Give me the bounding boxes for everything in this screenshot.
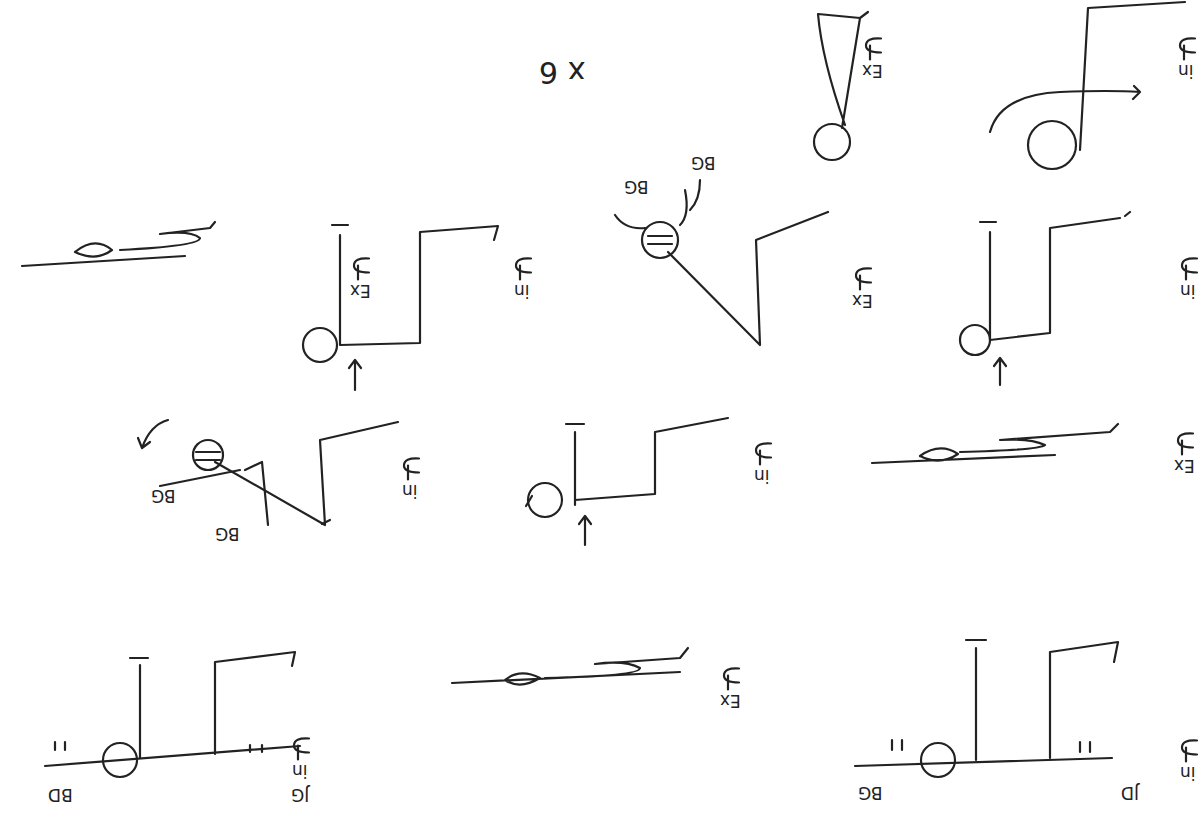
handwritten-label: x 6 bbox=[539, 57, 585, 87]
handwritten-label: in bbox=[1180, 764, 1196, 781]
handwritten-label: in bbox=[1180, 282, 1196, 299]
handwritten-label: BG bbox=[624, 178, 649, 195]
handwritten-label: Ex bbox=[1174, 457, 1195, 474]
handwritten-label: BG bbox=[215, 525, 240, 542]
hook-arrow bbox=[856, 268, 871, 289]
hook-arrow bbox=[294, 738, 309, 759]
handwritten-label: Ex bbox=[720, 692, 741, 709]
hook-arrow bbox=[404, 458, 419, 479]
handwritten-label: in bbox=[514, 282, 530, 299]
handwritten-label: JG bbox=[291, 786, 309, 803]
handwritten-label: BG bbox=[151, 487, 176, 504]
hook-arrow bbox=[1180, 38, 1195, 59]
handwritten-label: Ex bbox=[350, 282, 371, 299]
handwritten-label: BG bbox=[858, 784, 883, 801]
hook-arrow bbox=[1178, 433, 1193, 454]
handwritten-label: JD bbox=[1121, 784, 1139, 801]
hook-arrow bbox=[1182, 740, 1197, 761]
handwritten-label: in bbox=[1178, 62, 1194, 79]
handwritten-label: Ex bbox=[852, 292, 873, 309]
handwritten-label: in bbox=[402, 482, 418, 499]
hook-arrow bbox=[1182, 258, 1197, 279]
handwritten-label: BG bbox=[691, 154, 716, 171]
handwritten-label: BD bbox=[48, 786, 73, 803]
hook-arrow bbox=[756, 443, 771, 464]
hook-arrow bbox=[724, 668, 739, 689]
handwritten-label: in bbox=[292, 762, 308, 779]
hook-arrow bbox=[866, 38, 881, 59]
hook-arrow bbox=[354, 258, 369, 279]
hook-arrow bbox=[516, 258, 531, 279]
handwritten-label: in bbox=[754, 467, 770, 484]
handwritten-label: Ex bbox=[862, 62, 883, 79]
